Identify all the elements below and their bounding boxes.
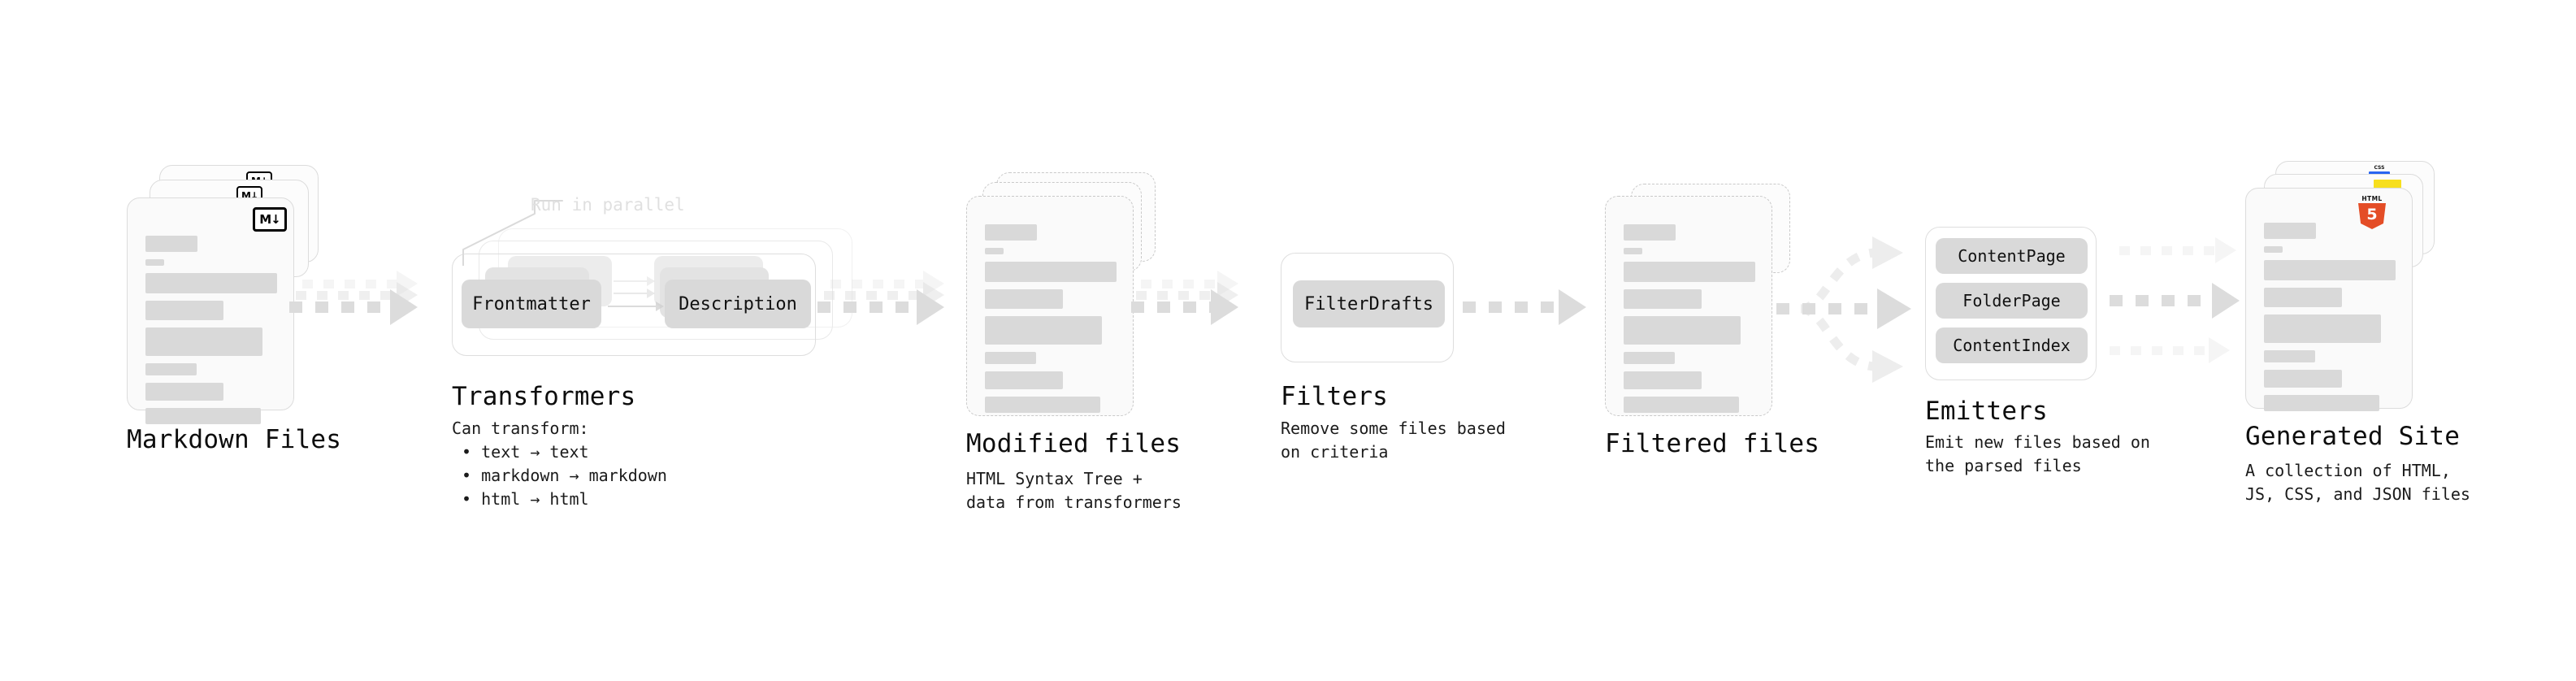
content-bar <box>1624 289 1702 309</box>
content-bar <box>985 316 1102 345</box>
content-bar <box>145 273 277 293</box>
content-bar <box>2264 288 2342 307</box>
content-bar <box>2264 370 2342 388</box>
transformer-inner-arrow-2 <box>614 288 655 298</box>
content-bar <box>985 397 1100 413</box>
content-bar <box>985 248 1004 254</box>
content-bar <box>2264 314 2381 343</box>
transformers-title: Transformers <box>452 382 636 411</box>
filtered-files-title: Filtered files <box>1605 429 1820 458</box>
css-badge-underline <box>2369 171 2390 175</box>
generated-site-title: Generated Site <box>2245 422 2461 451</box>
filter-node-filterdrafts[interactable]: FilterDrafts <box>1293 280 1445 327</box>
content-bar <box>1624 262 1755 282</box>
content-bar <box>1624 397 1739 413</box>
filters-title: Filters <box>1281 382 1389 411</box>
content-bar <box>985 224 1037 241</box>
content-bar <box>2264 350 2315 362</box>
modified-file-card <box>966 196 1134 416</box>
emitters-description: Emit new files based on the parsed files <box>1925 432 2150 475</box>
content-bar <box>1624 352 1675 364</box>
run-in-parallel-label: Run in parallel <box>531 195 685 215</box>
css-badge-icon: CSS <box>2369 165 2390 176</box>
site-file-card <box>2245 188 2413 411</box>
content-bar <box>145 408 261 424</box>
modified-files-title: Modified files <box>966 429 1182 458</box>
filtered-file-card <box>1605 196 1772 416</box>
content-bar <box>1624 248 1642 254</box>
connector-main <box>817 289 944 325</box>
content-bar <box>2264 223 2316 239</box>
connector-main <box>2110 283 2240 319</box>
markdown-badge-icon: M↓ <box>253 207 287 232</box>
content-bar <box>2264 246 2283 253</box>
connector-ghost-upper <box>2119 237 2236 263</box>
site-file-content <box>2264 223 2396 419</box>
connector-main <box>289 289 418 325</box>
modified-file-content <box>985 224 1117 420</box>
content-bar <box>985 289 1063 309</box>
emitters-title: Emitters <box>1925 397 2048 426</box>
content-bar <box>2264 395 2379 411</box>
content-bar <box>1624 371 1702 389</box>
content-bar <box>1624 316 1741 345</box>
content-bar <box>2264 260 2396 280</box>
content-bar <box>1624 224 1676 241</box>
content-bar <box>145 259 164 266</box>
emitter-node-contentindex[interactable]: ContentIndex <box>1936 327 2088 363</box>
connector-main <box>1131 289 1238 325</box>
html5-shield <box>2358 203 2386 229</box>
transformers-panel <box>452 254 816 356</box>
content-bar <box>145 327 262 356</box>
content-bar <box>985 262 1117 282</box>
html5-badge-icon: HTML <box>2358 195 2386 229</box>
html5-badge-text: HTML <box>2361 195 2383 202</box>
transformer-node-description[interactable]: Description <box>665 280 811 328</box>
generated-site-description: A collection of HTML, JS, CSS, and JSON … <box>2245 461 2470 504</box>
css-badge-text: CSS <box>2374 165 2385 171</box>
emitter-node-folderpage[interactable]: FolderPage <box>1936 283 2088 319</box>
markdown-file-card <box>127 197 294 424</box>
connector-filtered-to-emitters-fanout <box>1776 223 1923 394</box>
transformer-inner-arrow-3 <box>614 276 655 286</box>
transformers-description: Can transform: • text → text • markdown … <box>452 419 667 509</box>
content-bar <box>145 363 197 375</box>
content-bar <box>145 301 223 320</box>
connector-main <box>1463 289 1586 325</box>
content-bar <box>985 371 1063 389</box>
markdown-file-content <box>145 236 277 432</box>
markdown-files-title: Markdown Files <box>127 425 342 454</box>
modified-files-description: HTML Syntax Tree + data from transformer… <box>966 469 1182 512</box>
content-bar <box>145 236 197 252</box>
content-bar <box>985 352 1036 364</box>
content-bar <box>145 383 223 401</box>
run-in-parallel-bracket <box>462 199 575 266</box>
filters-description: Remove some files based on criteria <box>1281 419 1506 462</box>
filtered-file-content <box>1624 224 1755 420</box>
transformer-node-frontmatter[interactable]: Frontmatter <box>462 280 601 328</box>
emitter-node-contentpage[interactable]: ContentPage <box>1936 238 2088 274</box>
connector-ghost-lower <box>2110 337 2230 363</box>
transformer-inner-arrow-1 <box>608 301 664 311</box>
